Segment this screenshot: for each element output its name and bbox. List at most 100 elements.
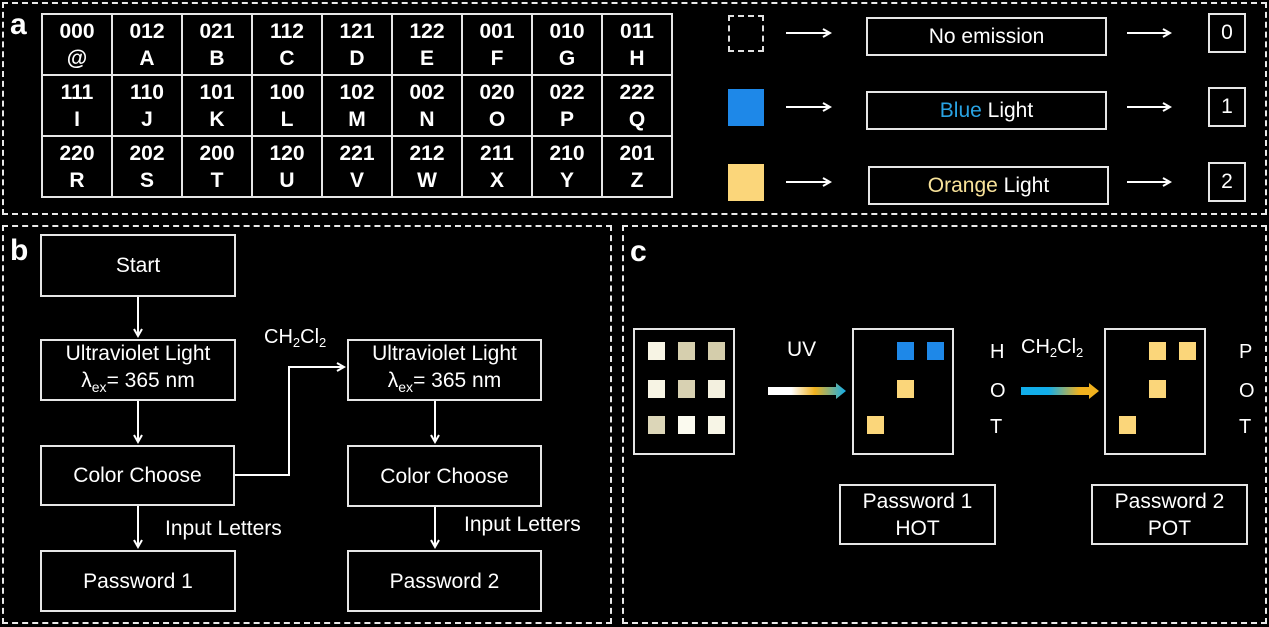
ternary-code: 111 — [60, 80, 94, 104]
ternary-code: 000 — [59, 19, 95, 43]
initial-sample-square — [648, 416, 665, 434]
uv-light-box-1: Ultraviolet Light λex= 365 nm — [40, 339, 236, 401]
ternary-code: 001 — [479, 19, 515, 43]
password-1-label: Password 1 — [83, 569, 193, 593]
ternary-code: 011 — [620, 19, 654, 43]
code-character: E — [419, 46, 434, 70]
code-digit-box: 0 — [1208, 13, 1246, 53]
solvent-label-c: CH2Cl2 — [1021, 336, 1084, 360]
code-character: X — [489, 168, 504, 192]
color-choose-label: Color Choose — [73, 464, 202, 487]
password-2-pattern-frame — [1104, 328, 1206, 455]
password-1-title: Password 1 — [862, 489, 973, 513]
panel-b-label: b — [10, 234, 29, 267]
code-character: L — [280, 107, 294, 131]
solvent-label-b: CH2Cl2 — [264, 326, 327, 350]
initial-sample-square — [678, 380, 695, 398]
code-character: M — [348, 107, 366, 131]
ternary-code: 002 — [409, 80, 445, 104]
code-character: Z — [630, 168, 644, 192]
password-2-label: Password 2 — [389, 569, 500, 593]
initial-sample-square — [678, 342, 695, 360]
input-letters-label-2: Input Letters — [464, 513, 581, 536]
ternary-code: 212 — [409, 141, 445, 165]
ternary-code: 220 — [59, 141, 95, 165]
uv-wavelength-label: λex= 365 nm — [81, 368, 195, 395]
ternary-code: 120 — [269, 141, 305, 165]
uv-light-label: Ultraviolet Light — [372, 341, 517, 365]
initial-sample-square — [708, 416, 725, 434]
panel-b — [2, 225, 612, 624]
gradient-arrow-shape — [1021, 383, 1099, 399]
uv-light-label: Ultraviolet Light — [65, 341, 211, 365]
code-character: S — [139, 168, 154, 192]
ternary-code: 022 — [549, 80, 585, 104]
uv-light-box-2: Ultraviolet Light λex= 365 nm — [347, 339, 542, 401]
solvent-gradient-arrow — [1021, 383, 1099, 399]
ternary-code: 222 — [619, 80, 655, 104]
code-character: F — [490, 46, 504, 70]
password-1-box: Password 1 — [40, 550, 236, 612]
password-2-title: Password 2 — [1114, 489, 1225, 513]
ternary-code: 010 — [549, 19, 585, 43]
ternary-code: 202 — [129, 141, 165, 165]
initial-sample-square — [648, 380, 665, 398]
emission-label: Light — [981, 98, 1034, 122]
code-character: H — [629, 46, 645, 70]
uv-wavelength-label: λex= 365 nm — [387, 368, 502, 395]
panel-c-label: c — [630, 235, 647, 268]
ternary-code: 122 — [409, 19, 445, 43]
code-character: I — [74, 107, 80, 131]
ternary-code: 121 — [339, 19, 375, 43]
emission-type-box: Orange Light — [868, 166, 1109, 205]
orange-light-swatch — [728, 164, 764, 201]
code-digit: 0 — [1221, 21, 1233, 44]
code-character: N — [419, 107, 435, 131]
password-2-result-box: Password 2 POT — [1091, 484, 1248, 545]
initial-sample-square — [708, 380, 725, 398]
code-character: T — [210, 168, 224, 192]
emission-square — [1179, 342, 1196, 360]
code-character: V — [349, 168, 364, 192]
emission-square — [1149, 380, 1166, 398]
emission-color-word: Orange — [927, 173, 998, 197]
no-emission-swatch — [728, 15, 764, 52]
decoded-letter: O — [990, 380, 1006, 402]
uv-gradient-arrow — [768, 383, 846, 399]
ternary-code: 221 — [339, 141, 375, 165]
ternary-code: 020 — [479, 80, 515, 104]
initial-sample-square — [708, 342, 725, 360]
ternary-code: 021 — [199, 19, 235, 43]
panel-c — [622, 225, 1267, 624]
ternary-code: 100 — [269, 80, 305, 104]
start-box: Start — [40, 234, 236, 297]
color-choose-label: Color Choose — [380, 464, 509, 488]
code-digit: 1 — [1221, 95, 1233, 118]
code-character: A — [139, 46, 155, 70]
panel-a-label: a — [10, 8, 27, 41]
emission-label: No emission — [928, 24, 1045, 48]
panel-a — [2, 2, 1267, 215]
ternary-code: 102 — [339, 80, 375, 104]
gradient-arrow-shape — [768, 383, 846, 399]
uv-label: UV — [787, 338, 817, 361]
emission-type-box: No emission — [866, 17, 1107, 56]
emission-square — [1149, 342, 1166, 360]
code-character: C — [279, 46, 295, 70]
decoded-letter: H — [990, 341, 1005, 363]
code-character: @ — [66, 46, 88, 70]
ternary-code: 200 — [199, 141, 235, 165]
